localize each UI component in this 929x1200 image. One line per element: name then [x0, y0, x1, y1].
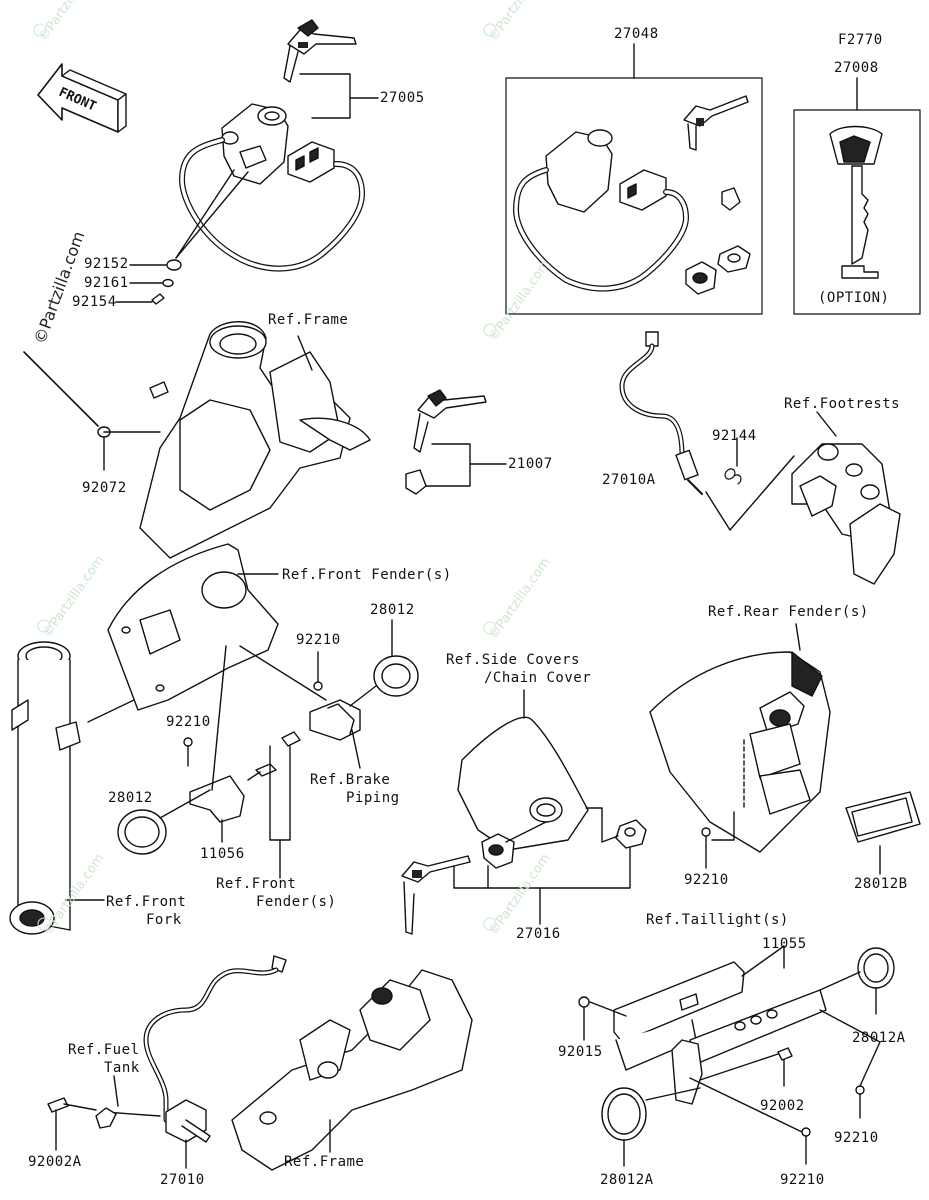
ref-label-front-fender[interactable]: Ref.Front Fender(s): [282, 567, 452, 583]
ignition-switch-assembly-27005: [115, 19, 379, 305]
part-label-27010[interactable]: 27010: [160, 1172, 205, 1188]
rear-fender-reflector: [649, 623, 921, 875]
ref-label-fuel-tank-2[interactable]: Tank: [104, 1060, 140, 1076]
ref-label-front-fork-2[interactable]: Fork: [146, 912, 182, 928]
ref-label-rear-fender[interactable]: Ref.Rear Fender(s): [708, 604, 869, 620]
part-label-28012A[interactable]: 28012A: [600, 1172, 654, 1188]
part-label-92210[interactable]: 92210: [296, 632, 341, 648]
ref-label-front-fork[interactable]: Ref.Front: [106, 894, 187, 910]
part-label-11055[interactable]: 11055: [762, 936, 807, 952]
part-label-92015[interactable]: 92015: [558, 1044, 603, 1060]
part-label-92002[interactable]: 92002: [760, 1098, 805, 1114]
part-label-92002A[interactable]: 92002A: [28, 1154, 82, 1170]
ref-label-side-covers[interactable]: Ref.Side Covers: [446, 652, 580, 668]
part-label-92210[interactable]: 92210: [834, 1130, 879, 1146]
part-label-21007[interactable]: 21007: [508, 456, 553, 472]
ref-label-brake-piping-2[interactable]: Piping: [346, 790, 400, 806]
frame-head-ref-frame-1: [23, 321, 371, 559]
ref-label-fuel-tank[interactable]: Ref.Fuel: [68, 1042, 140, 1058]
fuel-tank-switch-27010: [47, 955, 473, 1171]
part-label-27048[interactable]: 27048: [614, 26, 659, 42]
part-label-27010A[interactable]: 27010A: [602, 472, 656, 488]
taillight-reflector-bracket-11055: [578, 945, 895, 1167]
ref-label-front-fender-2[interactable]: Ref.Front: [216, 876, 297, 892]
front-direction-arrow: FRONT: [37, 63, 127, 133]
part-label-92210[interactable]: 92210: [166, 714, 211, 730]
ref-label-frame[interactable]: Ref.Frame: [268, 312, 349, 328]
part-label-92144[interactable]: 92144: [712, 428, 757, 444]
part-label-92161[interactable]: 92161: [84, 275, 129, 291]
part-label-28012B[interactable]: 28012B: [854, 876, 908, 892]
part-label-28012[interactable]: 28012: [108, 790, 153, 806]
part-label-27016[interactable]: 27016: [516, 926, 561, 942]
key-set-21007: [405, 389, 507, 495]
part-label-28012A[interactable]: 28012A: [852, 1030, 906, 1046]
part-label-92210[interactable]: 92210: [684, 872, 729, 888]
ref-label-footrests[interactable]: Ref.Footrests: [784, 396, 901, 412]
part-label-92152[interactable]: 92152: [84, 256, 129, 272]
front-fender-and-reflector-bracket: [9, 543, 419, 935]
part-label-28012[interactable]: 28012: [370, 602, 415, 618]
ref-label-taillight[interactable]: Ref.Taillight(s): [646, 912, 789, 928]
ref-label-chain-cover[interactable]: /Chain Cover: [484, 670, 592, 686]
part-label-92072[interactable]: 92072: [82, 480, 127, 496]
part-label-11056[interactable]: 11056: [200, 846, 245, 862]
part-label-92154[interactable]: 92154: [72, 294, 117, 310]
part-label-27008[interactable]: 27008: [834, 60, 879, 76]
option-note: (OPTION): [818, 290, 890, 306]
part-label-27005[interactable]: 27005: [380, 90, 425, 106]
ref-label-brake-piping[interactable]: Ref.Brake: [310, 772, 391, 788]
side-cover-lock-27016: [401, 689, 647, 935]
key-blank-27008: [793, 77, 921, 315]
brake-switch-27010A-footrest: [619, 331, 901, 585]
watermark-logos: [33, 23, 497, 931]
catalog-ref-f2770: F2770: [838, 32, 883, 48]
switch-kit-27048: [505, 43, 763, 315]
ref-label-front-fender-2b[interactable]: Fender(s): [256, 894, 337, 910]
ref-label-frame-2[interactable]: Ref.Frame: [284, 1154, 365, 1170]
part-label-92210[interactable]: 92210: [780, 1172, 825, 1188]
